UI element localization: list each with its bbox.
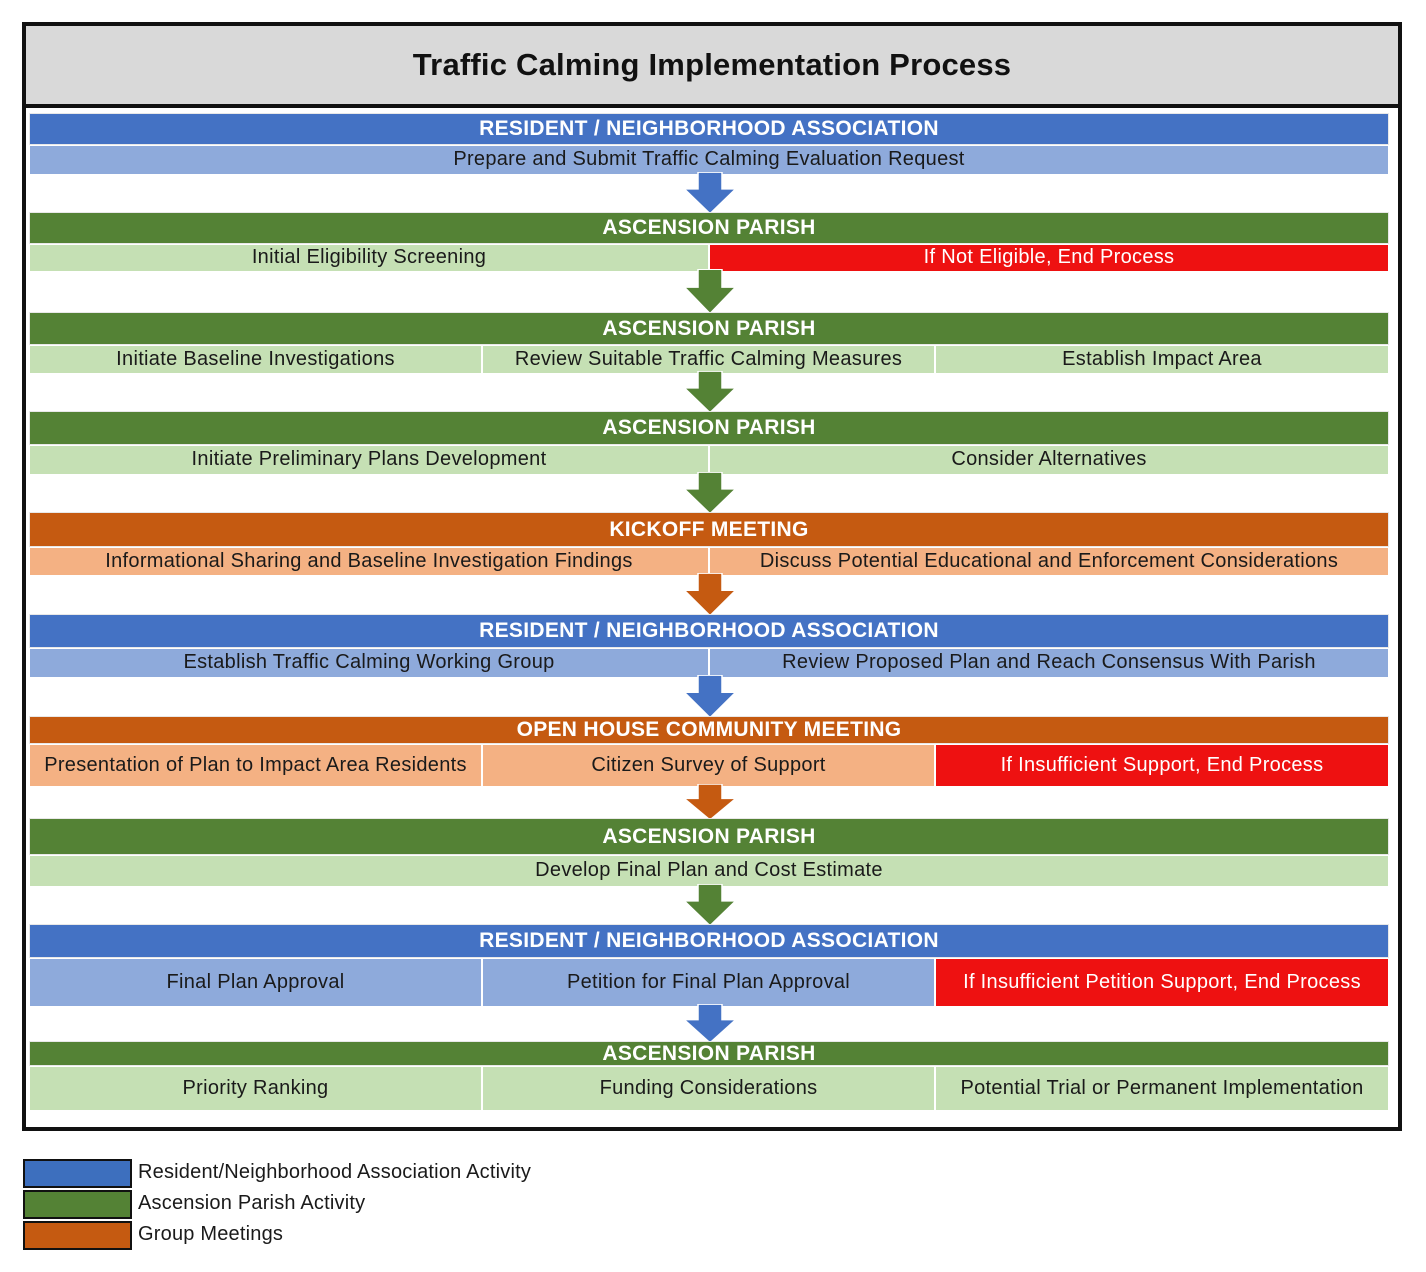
activity-cell: Review Proposed Plan and Reach Consensus… (709, 648, 1389, 678)
activity-cell: Discuss Potential Educational and Enforc… (709, 547, 1389, 576)
down-arrow-icon (682, 371, 738, 414)
down-arrow-icon (682, 269, 738, 315)
activity-cell: Initiate Baseline Investigations (29, 345, 482, 374)
activity-cell: Potential Trial or Permanent Implementat… (935, 1066, 1389, 1111)
legend-label: Resident/Neighborhood Association Activi… (138, 1161, 532, 1183)
step-heading: ASCENSION PARISH (29, 1041, 1389, 1066)
legend-swatch (23, 1221, 132, 1250)
activity-cell: Establish Traffic Calming Working Group (29, 648, 709, 678)
legend-swatch (23, 1190, 132, 1219)
step-heading: RESIDENT / NEIGHBORHOOD ASSOCIATION (29, 614, 1389, 648)
legend-label: Ascension Parish Activity (138, 1192, 366, 1214)
step-heading: ASCENSION PARISH (29, 818, 1389, 855)
legend-swatch (23, 1159, 132, 1188)
title-bar: Traffic Calming Implementation Process (26, 26, 1398, 108)
step-heading: ASCENSION PARISH (29, 312, 1389, 345)
step-heading: ASCENSION PARISH (29, 212, 1389, 244)
down-arrow-icon (682, 472, 738, 515)
step-activities: Prepare and Submit Traffic Calming Evalu… (29, 145, 1389, 175)
step-heading: OPEN HOUSE COMMUNITY MEETING (29, 716, 1389, 744)
down-arrow-icon (682, 172, 738, 215)
step-heading: RESIDENT / NEIGHBORHOOD ASSOCIATION (29, 924, 1389, 958)
activity-cell: Develop Final Plan and Cost Estimate (29, 855, 1389, 887)
end-process-cell: If Not Eligible, End Process (709, 244, 1389, 272)
page-title: Traffic Calming Implementation Process (412, 47, 1012, 82)
end-process-cell: If Insufficient Petition Support, End Pr… (935, 958, 1389, 1007)
down-arrow-icon (682, 784, 738, 821)
step-activities: Develop Final Plan and Cost Estimate (29, 855, 1389, 887)
down-arrow-icon (682, 1004, 738, 1044)
activity-cell: Prepare and Submit Traffic Calming Evalu… (29, 145, 1389, 175)
down-arrow-icon (682, 573, 738, 617)
activity-cell: Informational Sharing and Baseline Inves… (29, 547, 709, 576)
activity-cell: Initial Eligibility Screening (29, 244, 709, 272)
activity-cell: Establish Impact Area (935, 345, 1389, 374)
activity-cell: Funding Considerations (482, 1066, 935, 1111)
legend-label: Group Meetings (138, 1223, 284, 1245)
step-heading: RESIDENT / NEIGHBORHOOD ASSOCIATION (29, 113, 1389, 145)
activity-cell: Presentation of Plan to Impact Area Resi… (29, 744, 482, 787)
down-arrow-icon (682, 884, 738, 927)
activity-cell: Priority Ranking (29, 1066, 482, 1111)
activity-cell: Initiate Preliminary Plans Development (29, 445, 709, 475)
flowchart-frame: Traffic Calming Implementation Process R… (22, 22, 1402, 1131)
activity-cell: Citizen Survey of Support (482, 744, 935, 787)
step-heading: ASCENSION PARISH (29, 411, 1389, 445)
activity-cell: Consider Alternatives (709, 445, 1389, 475)
down-arrow-icon (682, 675, 738, 719)
activity-cell: Review Suitable Traffic Calming Measures (482, 345, 935, 374)
activity-cell: Final Plan Approval (29, 958, 482, 1007)
end-process-cell: If Insufficient Support, End Process (935, 744, 1389, 787)
step-heading: KICKOFF MEETING (29, 512, 1389, 547)
step-activities: Presentation of Plan to Impact Area Resi… (29, 744, 1389, 787)
activity-cell: Petition for Final Plan Approval (482, 958, 935, 1007)
step-activities: Informational Sharing and Baseline Inves… (29, 547, 1389, 576)
